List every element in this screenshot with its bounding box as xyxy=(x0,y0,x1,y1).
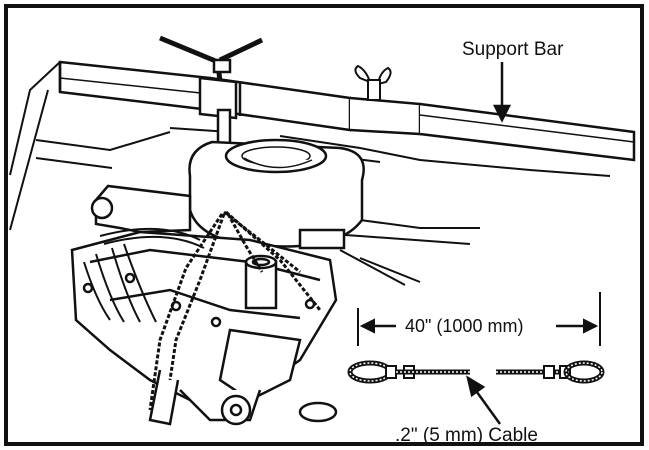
engine-block xyxy=(70,184,338,426)
support-bar-arrow xyxy=(492,62,512,123)
air-cleaner xyxy=(188,138,365,250)
cable-arrow xyxy=(466,375,502,425)
support-bar-label: Support Bar xyxy=(462,39,564,60)
spark-plug-wires xyxy=(83,227,205,323)
frame-border xyxy=(4,4,644,446)
cable-diameter-label: .2" (5 mm) Cable xyxy=(395,425,538,446)
cable-detail xyxy=(347,292,605,384)
engine-lift-cables xyxy=(148,210,322,411)
support-bar xyxy=(58,60,636,162)
cable-length-label: 40" (1000 mm) xyxy=(405,316,524,336)
vehicle-body xyxy=(9,61,611,286)
wing-nut xyxy=(354,64,392,101)
